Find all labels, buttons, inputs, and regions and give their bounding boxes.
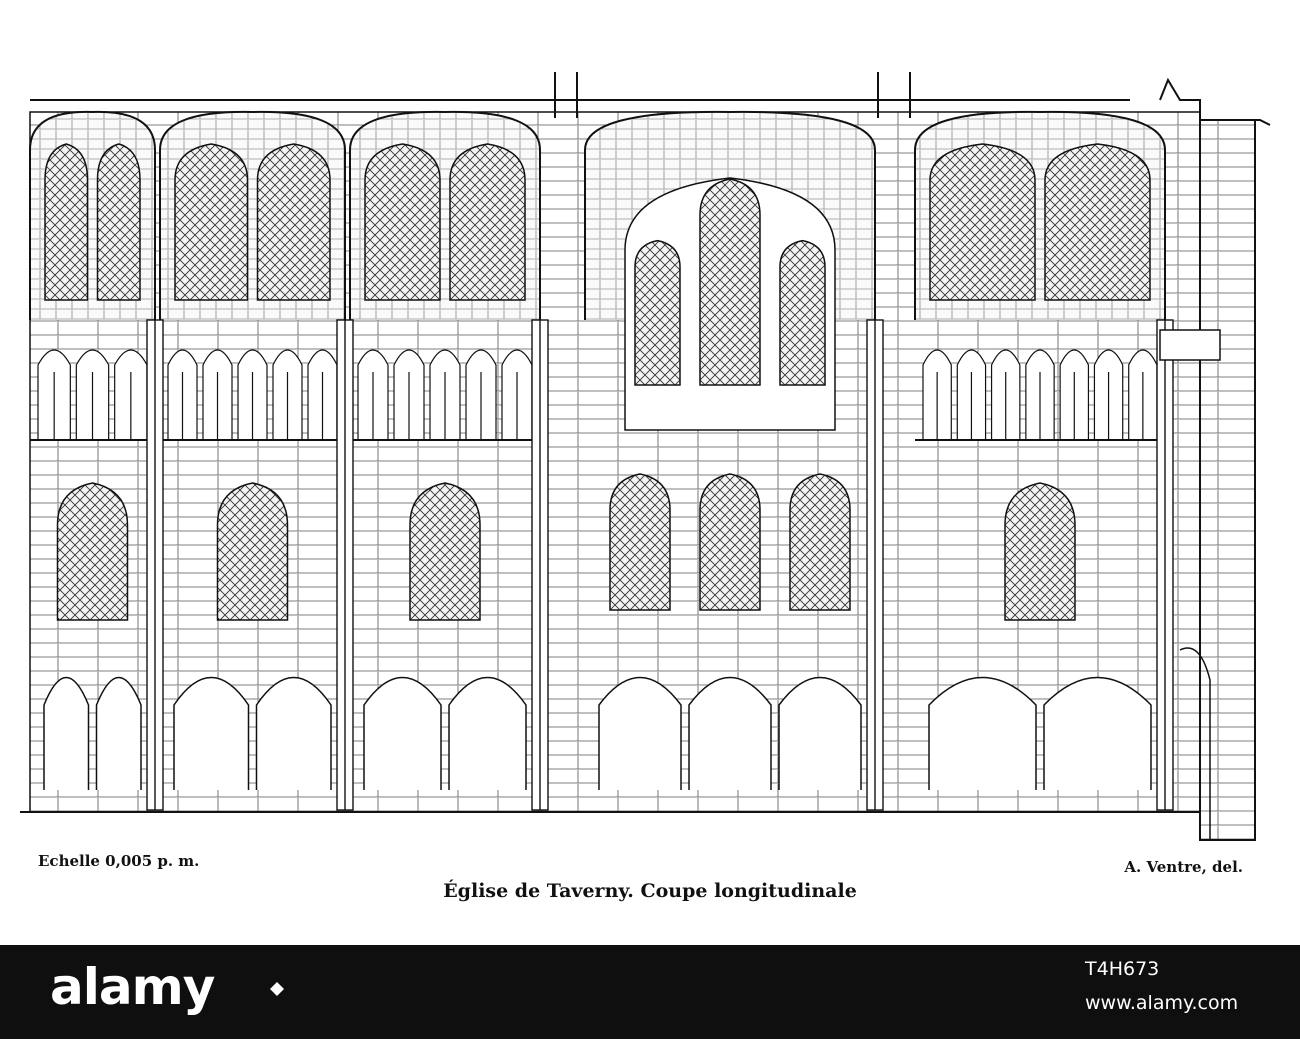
church-section-drawing: [20, 72, 1271, 841]
aisle-window: [216, 482, 289, 621]
logo-mark-icon: [270, 982, 284, 996]
aisle-window: [1004, 482, 1076, 621]
ground-arch: [688, 676, 772, 790]
ground-arch: [598, 676, 682, 790]
clerestory-window: [779, 239, 826, 386]
ground-arch: [173, 676, 250, 790]
clerestory-window: [929, 143, 1036, 301]
ground-arch: [255, 676, 332, 790]
plate-title: Église de Taverny. Coupe longitudinale: [443, 880, 857, 902]
aisle-window: [56, 482, 129, 621]
image-id: T4H673: [1085, 958, 1160, 980]
site-url: www.alamy.com: [1085, 992, 1239, 1014]
clerestory-window: [449, 143, 526, 301]
aisle-window: [789, 473, 851, 611]
ground-arch: [95, 676, 142, 790]
aisle-window: [609, 473, 671, 611]
ground-arch: [363, 676, 442, 790]
clerestory-window: [1044, 143, 1151, 301]
ground-arch: [448, 676, 527, 790]
aisle-window: [409, 482, 481, 621]
clerestory-window: [634, 239, 681, 386]
aisle-window: [699, 473, 761, 611]
ground-arch: [778, 676, 862, 790]
watermark-footer: [0, 945, 1300, 1039]
clerestory-window: [174, 143, 249, 301]
clerestory-window: [364, 143, 441, 301]
clerestory-window: [44, 143, 89, 301]
brand-logo: alamy: [50, 958, 215, 1016]
scale-note: Echelle 0,005 p. m.: [38, 852, 200, 870]
ground-arch: [1043, 676, 1152, 790]
engraving-plate: [20, 72, 1271, 841]
ground-arch: [43, 676, 90, 790]
artist-credit: A. Ventre, del.: [1124, 858, 1243, 876]
clerestory-window: [699, 178, 761, 386]
clerestory-window: [96, 143, 141, 301]
ground-arch: [928, 676, 1037, 790]
clerestory-window: [256, 143, 331, 301]
